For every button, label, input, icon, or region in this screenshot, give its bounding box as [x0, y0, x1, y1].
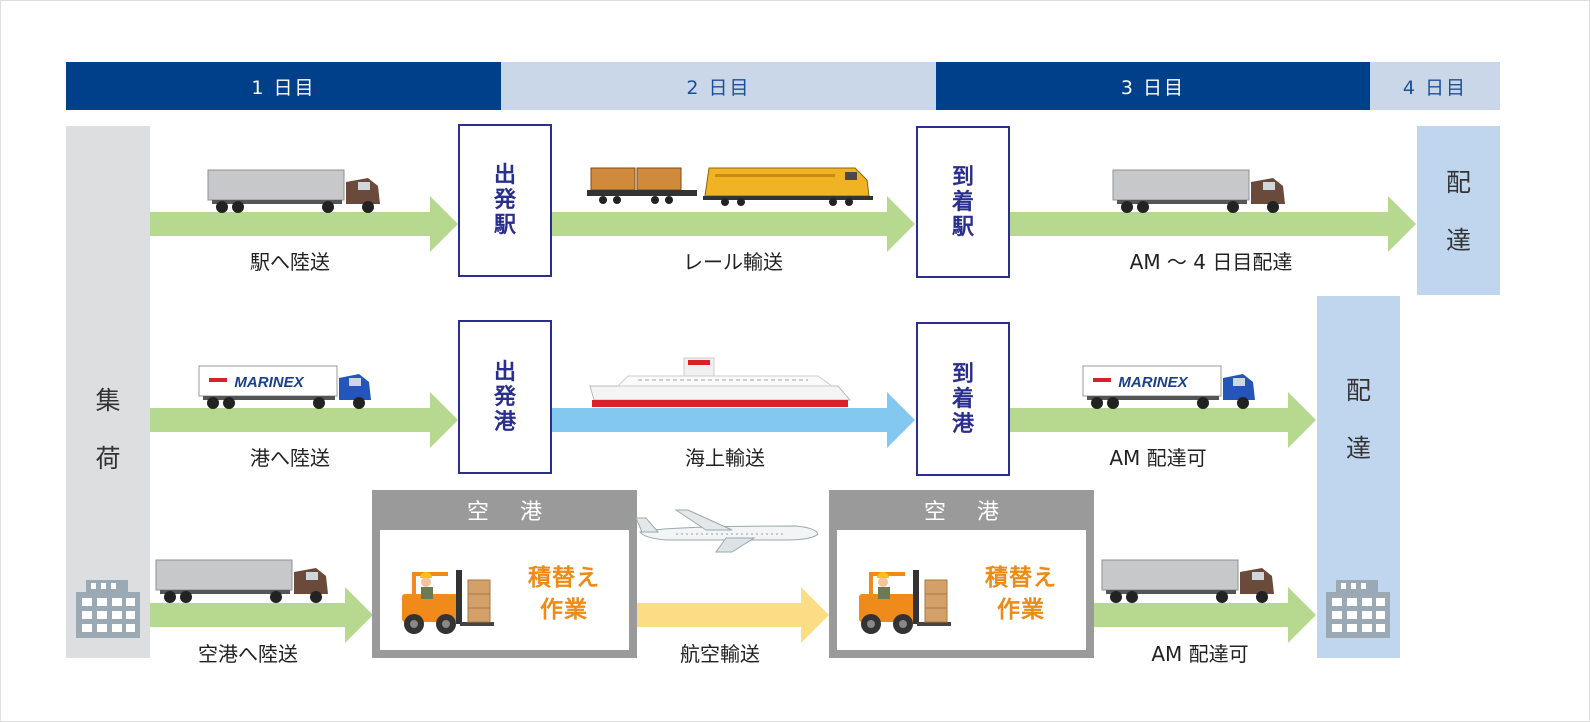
truck-brand-text: MARINEX — [234, 374, 304, 391]
station-char: 出 — [493, 359, 516, 385]
ferry-ship-icon — [589, 357, 852, 407]
rail-arrival-station: 到 着 駅 — [916, 126, 1010, 278]
station-char: 港 — [951, 411, 974, 437]
station-char: 着 — [951, 189, 974, 215]
label-air-transport: 航空輸送 — [680, 642, 760, 666]
truck-brand-text: MARINEX — [1118, 374, 1188, 391]
marinex-truck-icon: MARINEX — [198, 365, 371, 409]
work-line: 積替え — [528, 565, 600, 591]
forklift-icon — [859, 570, 951, 634]
station-char: 出 — [493, 163, 516, 188]
truck-icon — [207, 169, 380, 213]
building-icon — [76, 580, 140, 638]
label-sea-delivery: AM 配達可 — [1109, 446, 1207, 470]
label-to-station: 駅へ陸送 — [250, 250, 330, 274]
delivery-day4-label: 配 達 — [1417, 154, 1500, 270]
truck-icon — [1101, 559, 1274, 603]
marinex-truck-icon: MARINEX — [1082, 365, 1255, 409]
collection-column — [66, 126, 150, 658]
building-icon — [1326, 580, 1390, 638]
day-3-header: 3 日目 — [936, 62, 1370, 110]
arrow-air-delivery — [1094, 587, 1316, 643]
collection-label: 集 荷 — [66, 372, 150, 488]
transfer-work-label: 積替え 作業 — [512, 562, 616, 626]
label-to-airport: 空港へ陸送 — [198, 642, 298, 666]
rail-departure-station: 出 発 駅 — [458, 124, 552, 277]
arrow-sea-delivery — [1010, 392, 1316, 448]
collection-char-2: 荷 — [95, 444, 121, 473]
forklift-icon — [402, 570, 494, 634]
delivery-day4-char-1: 配 — [1445, 168, 1471, 197]
delivery-day4-char-2: 達 — [1445, 226, 1471, 255]
collection-char-1: 集 — [95, 386, 121, 415]
arrow-air — [637, 587, 829, 643]
station-char: 駅 — [493, 213, 516, 238]
work-line: 積替え — [985, 565, 1057, 591]
station-char: 発 — [493, 384, 516, 410]
label-to-port: 港へ陸送 — [250, 446, 330, 470]
delivery-box-day4 — [1417, 126, 1500, 295]
freight-train-icon — [587, 167, 873, 206]
delivery-char-2: 達 — [1345, 434, 1371, 463]
station-char: 着 — [951, 386, 974, 412]
arrow-to-station — [150, 196, 458, 252]
label-rail-transport: レール輸送 — [683, 250, 783, 274]
label-sea-transport: 海上輸送 — [685, 446, 765, 470]
truck-icon — [1112, 169, 1285, 213]
station-char: 港 — [493, 409, 516, 435]
label-rail-delivery: AM ～ 4 日目配達 — [1129, 250, 1293, 274]
arrow-rail — [552, 196, 915, 252]
port-departure-station: 出 発 港 — [458, 320, 552, 474]
truck-icon — [155, 559, 328, 603]
port-arrival-station: 到 着 港 — [916, 322, 1010, 476]
transfer-work-label: 積替え 作業 — [969, 562, 1073, 626]
work-line: 作業 — [997, 597, 1045, 623]
arrow-to-port — [150, 392, 458, 448]
day-2-header: 2 日目 — [501, 62, 936, 110]
delivery-label: 配 達 — [1317, 362, 1400, 478]
arrow-sea — [552, 392, 915, 448]
work-line: 作業 — [540, 597, 588, 623]
label-air-delivery: AM 配達可 — [1151, 642, 1249, 666]
arrow-to-airport — [150, 587, 373, 643]
station-char: 到 — [951, 164, 974, 190]
day-1-header: 1 日目 — [66, 62, 501, 110]
delivery-char-1: 配 — [1345, 376, 1371, 405]
arrow-rail-delivery — [1010, 196, 1416, 252]
station-char: 発 — [493, 188, 516, 213]
airport-title: 空 港 — [467, 500, 554, 525]
airplane-icon — [635, 509, 819, 553]
station-char: 到 — [951, 361, 974, 387]
day-4-header: 4 日目 — [1370, 62, 1500, 110]
airport-title: 空 港 — [924, 500, 1011, 525]
station-char: 駅 — [951, 214, 974, 240]
